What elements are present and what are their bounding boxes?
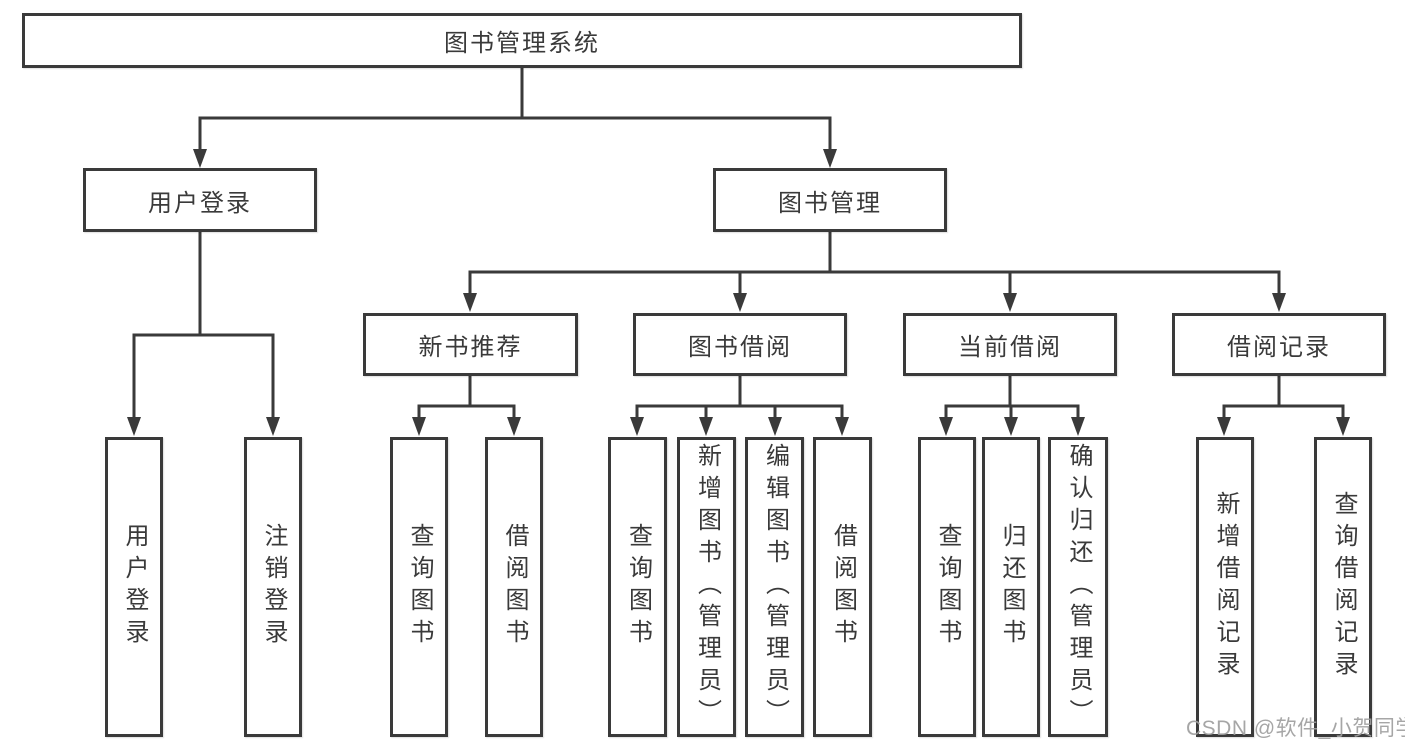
leaf-return-books-label: 归还图书: [998, 523, 1025, 651]
leaf-user-login-label: 用户登录: [121, 523, 148, 651]
leaf-logout-label: 注销登录: [260, 523, 287, 651]
leaf-return-books: 归还图书: [982, 437, 1040, 737]
leaf-query-borrow-record: 查询借阅记录: [1314, 437, 1372, 737]
node-book-borrow: 图书借阅: [633, 313, 847, 376]
leaf-add-borrow-record-label: 新增借阅记录: [1212, 491, 1239, 683]
leaf-confirm-return-admin: 确认归还（管理员）: [1048, 437, 1108, 737]
node-current-borrow: 当前借阅: [903, 313, 1117, 376]
node-current-borrow-label: 当前借阅: [958, 334, 1062, 361]
leaf-recommend-query-books-label: 查询图书: [406, 523, 433, 651]
leaf-borrow-books-label: 借阅图书: [829, 523, 857, 651]
node-borrow-records: 借阅记录: [1172, 313, 1386, 376]
leaf-query-borrow-record-label: 查询借阅记录: [1330, 491, 1357, 683]
watermark-text: CSDN @软件_小贺同学: [1186, 717, 1405, 740]
node-book-management: 图书管理: [713, 168, 947, 232]
node-new-book-recommend-label: 新书推荐: [418, 334, 523, 361]
node-root: 图书管理系统: [22, 13, 1022, 68]
leaf-recommend-borrow-books-label: 借阅图书: [501, 523, 528, 651]
leaf-edit-books-admin-label: 编辑图书（管理员）: [761, 443, 789, 731]
node-root-label: 图书管理系统: [444, 30, 600, 57]
node-new-book-recommend: 新书推荐: [363, 313, 578, 376]
leaf-borrow-query-books: 查询图书: [608, 437, 667, 737]
leaf-recommend-query-books: 查询图书: [390, 437, 448, 737]
leaf-edit-books-admin: 编辑图书（管理员）: [745, 437, 804, 737]
leaf-logout: 注销登录: [244, 437, 302, 737]
leaf-recommend-borrow-books: 借阅图书: [485, 437, 543, 737]
leaf-user-login: 用户登录: [105, 437, 163, 737]
leaf-add-books-admin-label: 新增图书（管理员）: [693, 443, 721, 731]
node-book-management-label: 图书管理: [778, 189, 882, 217]
leaf-confirm-return-admin-label: 确认归还（管理员）: [1065, 443, 1092, 731]
node-borrow-records-label: 借阅记录: [1227, 334, 1331, 361]
leaf-add-books-admin: 新增图书（管理员）: [677, 437, 736, 737]
node-user-login-label: 用户登录: [148, 189, 252, 217]
leaf-current-query-books: 查询图书: [918, 437, 976, 737]
leaf-borrow-books: 借阅图书: [813, 437, 872, 737]
leaf-add-borrow-record: 新增借阅记录: [1196, 437, 1254, 737]
node-user-login: 用户登录: [83, 168, 317, 232]
node-book-borrow-label: 图书借阅: [688, 334, 792, 361]
leaf-borrow-query-books-label: 查询图书: [624, 523, 652, 651]
leaf-current-query-books-label: 查询图书: [934, 523, 961, 651]
